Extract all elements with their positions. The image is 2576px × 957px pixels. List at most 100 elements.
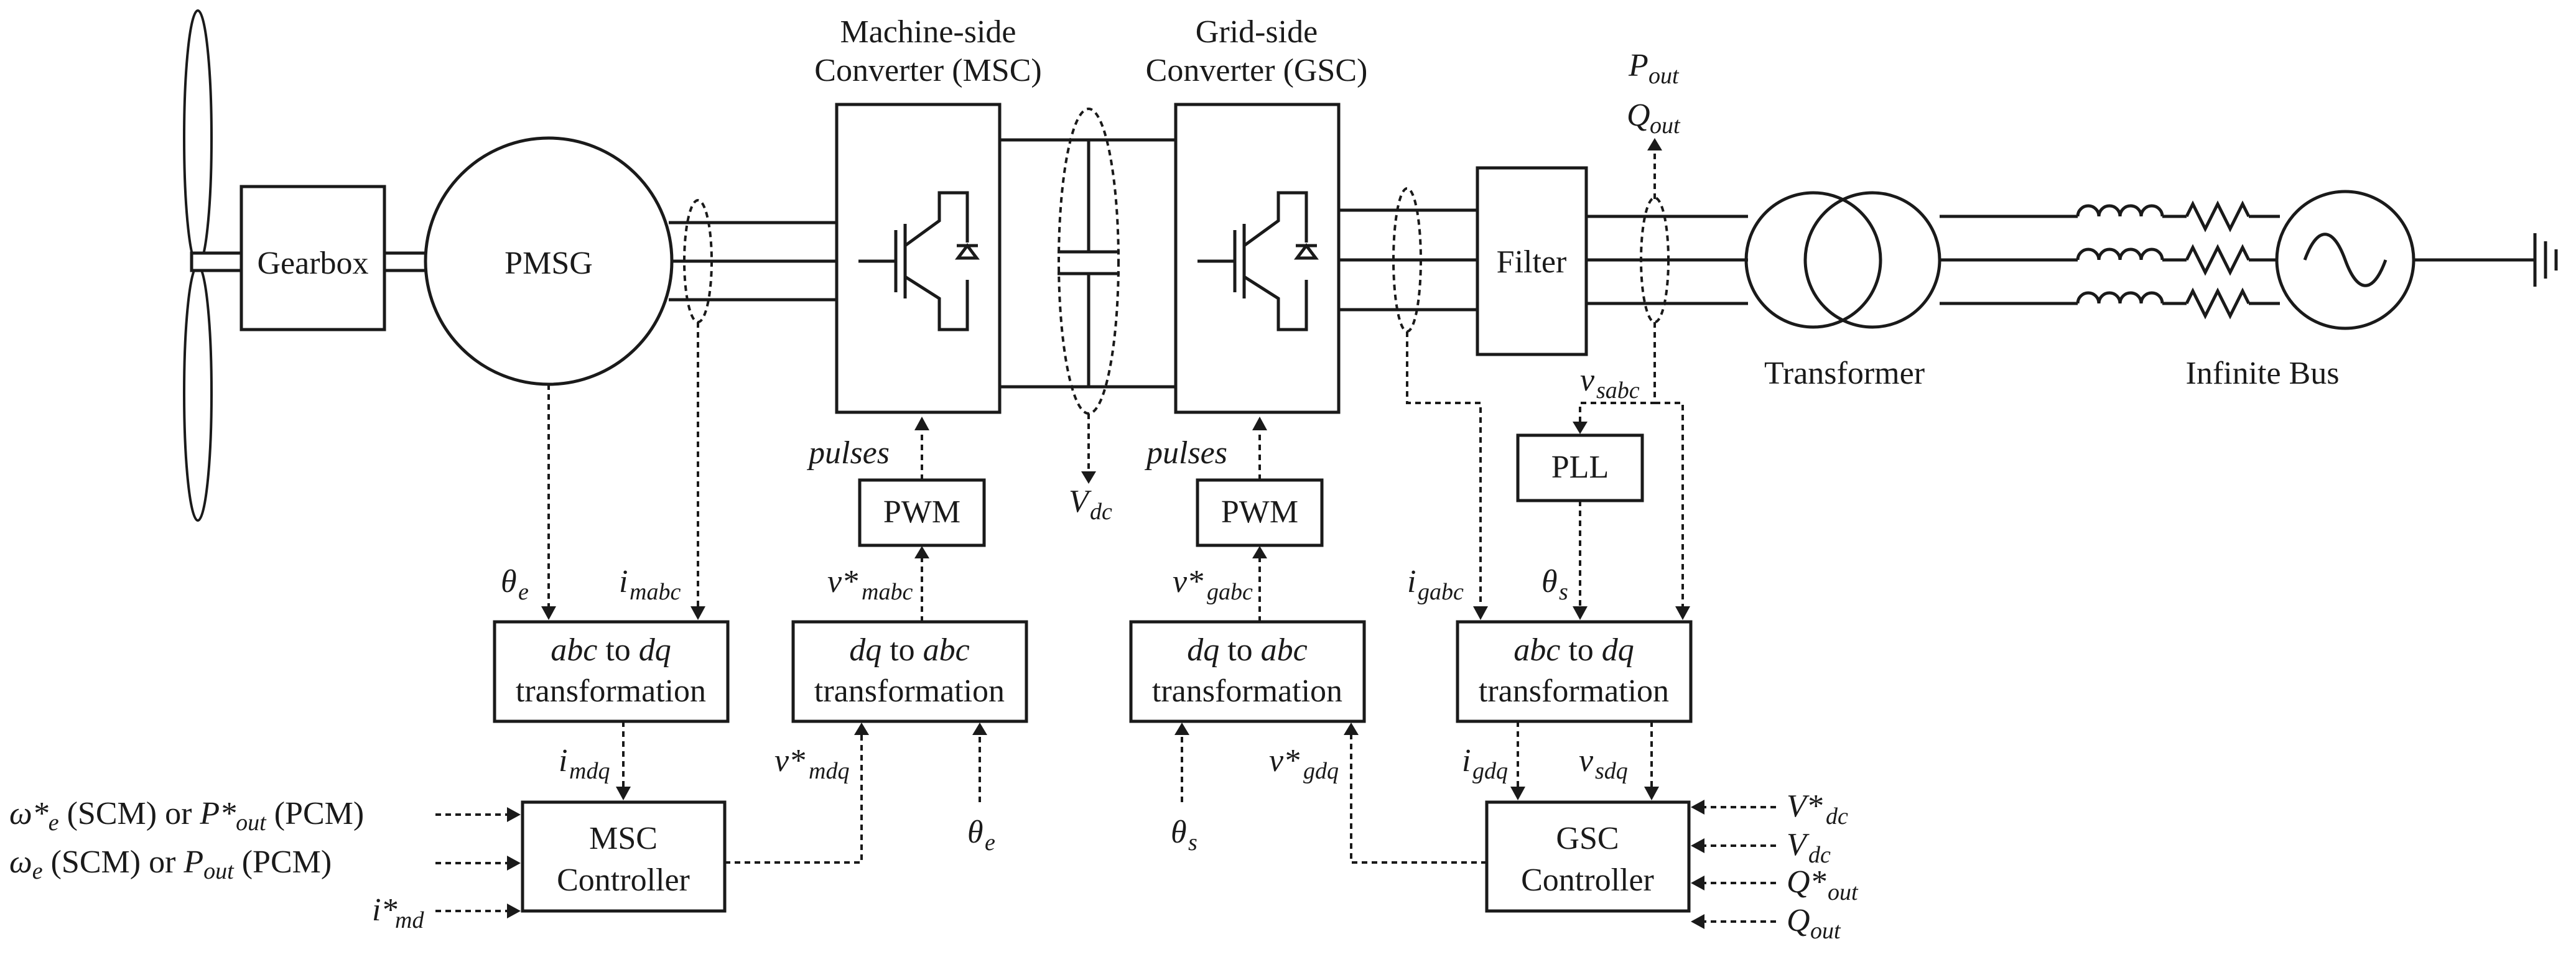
pwm-right-box: [1196, 478, 1324, 547]
label-v-sdq: v sdq: [1579, 743, 1628, 784]
svg-text:i: i: [1462, 743, 1471, 779]
label-theta-e-top: θ e: [501, 564, 529, 605]
label-msc-input-2: ωe (SCM) or Pout (PCM): [9, 844, 332, 884]
signal-paths: [435, 322, 1776, 929]
ac-source-icon: [2303, 233, 2388, 287]
v-sabc-sensor: [1640, 196, 1670, 323]
pulses-left-label: pulses: [806, 435, 890, 471]
abc-to-dq-right-line1: abc to dq: [1514, 632, 1634, 668]
label-v-star-mdq: v* mdq: [774, 743, 849, 784]
pulses-right-label: pulses: [1144, 435, 1227, 471]
label-i-mdq: i mdq: [559, 743, 610, 784]
abc-to-dq-right-box: [1456, 620, 1693, 723]
dq-to-abc-left-line1: dq to abc: [849, 632, 970, 668]
svg-text:θ: θ: [1171, 815, 1187, 850]
label-i-mabc: i mabc: [619, 564, 681, 605]
svg-text:mabc: mabc: [630, 579, 681, 605]
svg-text:gabc: gabc: [1418, 579, 1464, 605]
label-theta-s-bottom: θ s: [1171, 815, 1197, 856]
svg-text:ω*e (SCM) or P*out (PCM): ω*e (SCM) or P*out (PCM): [9, 796, 364, 836]
svg-text:gdq: gdq: [1303, 758, 1339, 784]
svg-text:out: out: [1810, 918, 1841, 944]
msc-controller-box: [521, 800, 727, 913]
ac-lines-gsc-filter: [1339, 208, 1477, 312]
svg-text:θ: θ: [967, 815, 983, 850]
abc-to-dq-left-box: [493, 620, 730, 723]
label-v-star-dc: V* dc: [1787, 788, 1848, 830]
gearbox-label: Gearbox: [257, 246, 368, 281]
svg-text:v*: v*: [1269, 743, 1300, 779]
svg-text:mdq: mdq: [569, 758, 610, 784]
pmsg-label: PMSG: [505, 246, 593, 281]
msc-controller-line2: Controller: [557, 862, 690, 898]
svg-text:sdq: sdq: [1595, 758, 1628, 784]
msc-igbt-icon: [858, 191, 980, 331]
filter-label: Filter: [1497, 244, 1567, 280]
msc-title-line1: Machine-side: [840, 14, 1016, 50]
svg-text:Q: Q: [1787, 903, 1810, 938]
svg-text:out: out: [1828, 879, 1859, 905]
svg-text:v*: v*: [1173, 564, 1203, 599]
msc-controller-line1: MSC: [589, 821, 658, 856]
label-v-sabc: v sabc: [1580, 363, 1640, 404]
label-i-star-md: i* md: [372, 892, 424, 933]
svg-text:ωe (SCM) or Pout (PCM): ωe (SCM) or Pout (PCM): [9, 844, 332, 884]
svg-text:e: e: [518, 579, 529, 605]
label-q-star-out: Q* out: [1787, 864, 1859, 905]
svg-text:mabc: mabc: [862, 579, 913, 605]
gearbox-shaft: [383, 251, 430, 272]
label-theta-s-top: θ s: [1541, 564, 1568, 605]
gsc-controller-line1: GSC: [1556, 821, 1619, 856]
dq-to-abc-right-box: [1129, 620, 1366, 723]
turbine-shaft: [190, 251, 243, 272]
abc-to-dq-left-line2: transformation: [516, 673, 706, 709]
pq-out-arrowhead: [1647, 138, 1662, 150]
svg-text:Q*: Q*: [1787, 864, 1826, 900]
dq-to-abc-left-line2: transformation: [814, 673, 1005, 709]
transformer-label: Transformer: [1764, 356, 1925, 391]
svg-text:i*: i*: [372, 892, 397, 928]
svg-text:md: md: [395, 907, 424, 933]
pll-label: PLL: [1551, 450, 1609, 485]
vdc-label: V dc: [1069, 484, 1112, 525]
turbine-blades: [183, 9, 243, 522]
svg-text:Q: Q: [1627, 98, 1650, 133]
svg-text:dc: dc: [1090, 499, 1112, 525]
ac-lines-pmsg-msc: [669, 221, 837, 302]
svg-text:i: i: [559, 743, 567, 779]
transformer-primary: [1744, 191, 1882, 329]
svg-text:V*: V*: [1787, 788, 1823, 824]
pwm-right-label: PWM: [1221, 494, 1298, 530]
svg-text:v: v: [1579, 743, 1594, 779]
transformer-secondary: [1803, 191, 1941, 329]
dq-to-abc-right-line2: transformation: [1152, 673, 1342, 709]
dc-link: [1000, 138, 1176, 389]
svg-text:gdq: gdq: [1472, 758, 1508, 784]
svg-text:mdq: mdq: [809, 758, 849, 784]
svg-text:out: out: [1648, 63, 1680, 89]
svg-text:i: i: [619, 564, 628, 599]
label-theta-e-bottom: θ e: [967, 815, 995, 856]
filter-box: [1476, 166, 1588, 356]
gearbox-box: [239, 185, 386, 331]
svg-text:i: i: [1407, 564, 1416, 599]
abc-to-dq-right-line2: transformation: [1479, 673, 1669, 709]
label-v-star-gdq: v* gdq: [1269, 743, 1339, 784]
gsc-title-line1: Grid-side: [1196, 14, 1318, 50]
svg-text:v*: v*: [827, 564, 858, 599]
p-out-label: P out: [1628, 48, 1680, 89]
grid-impedance: [1940, 200, 2280, 320]
ground-icon: [2533, 233, 2558, 287]
label-v-star-gabc: v* gabc: [1173, 564, 1253, 605]
svg-text:sabc: sabc: [1596, 377, 1640, 404]
gsc-igbt-icon: [1197, 191, 1319, 331]
svg-text:dc: dc: [1826, 803, 1848, 830]
gsc-controller-box: [1485, 800, 1691, 913]
label-v-star-mabc: v* mabc: [827, 564, 913, 605]
svg-text:θ: θ: [1541, 564, 1558, 599]
label-i-gabc: i gabc: [1407, 564, 1464, 605]
dq-to-abc-left-box: [791, 620, 1028, 723]
svg-text:P: P: [1628, 48, 1648, 83]
dq-to-abc-right-line1: dq to abc: [1187, 632, 1308, 668]
